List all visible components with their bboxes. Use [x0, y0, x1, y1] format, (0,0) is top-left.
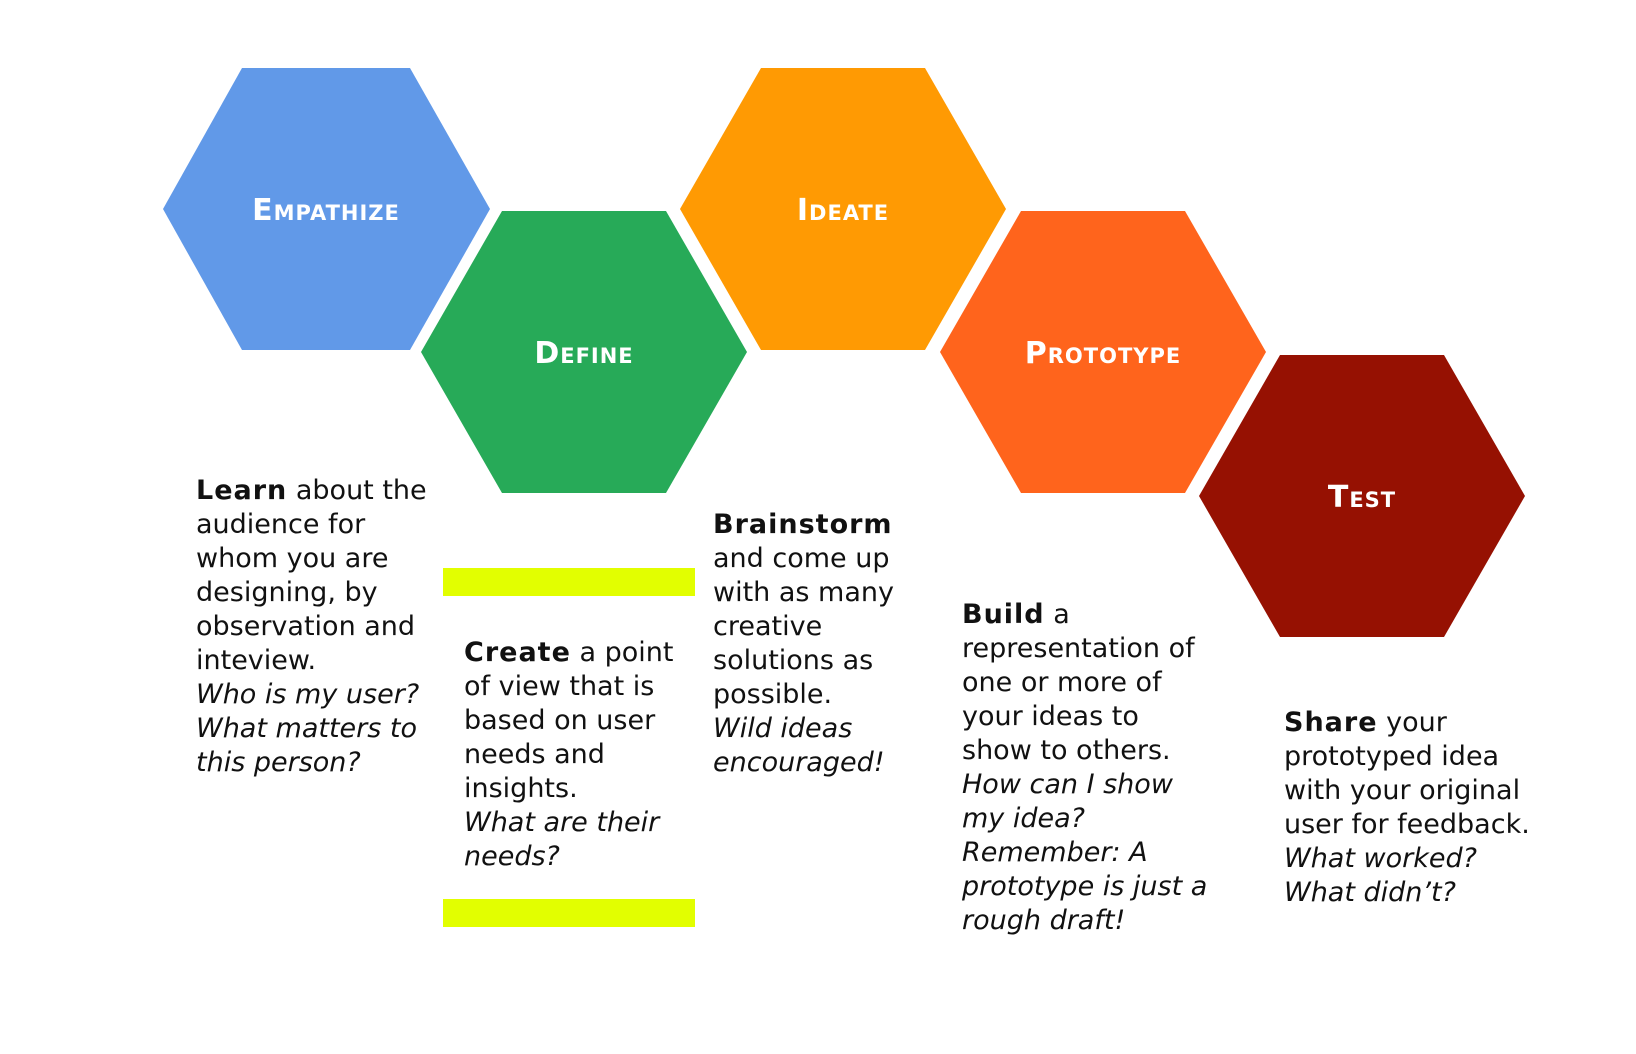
body-text-define: a point of view that is based on user ne… — [464, 637, 674, 804]
description-empathize: Learn about the audience for whom you ar… — [196, 474, 428, 780]
body-text-prototype: a representation of one or more of your … — [962, 599, 1195, 766]
hexagon-define: Define — [421, 211, 747, 493]
hexagon-label-prototype: Prototype — [1025, 336, 1181, 371]
body-text-empathize: about the audience for whom you are desi… — [196, 475, 427, 676]
description-prototype: Build a representation of one or more of… — [962, 598, 1212, 938]
hexagon-prototype: Prototype — [940, 211, 1266, 493]
lead-word-empathize: Learn — [196, 475, 288, 506]
hexagon-label-test: Test — [1328, 480, 1396, 515]
lead-word-prototype: Build — [962, 599, 1045, 630]
description-define: Create a point of view that is based on … — [464, 636, 696, 874]
hexagon-shape-test — [1199, 355, 1525, 637]
description-test: Share your prototyped idea with your ori… — [1284, 706, 1546, 910]
hexagon-shape-prototype — [940, 211, 1266, 493]
highlight-bar-top — [443, 568, 695, 596]
hexagon-label-ideate: Ideate — [797, 193, 889, 228]
question-text-ideate: Wild ideas encouraged! — [713, 713, 885, 778]
lead-word-define: Create — [464, 637, 571, 668]
description-ideate: Brainstorm and come up with as many crea… — [713, 508, 933, 780]
hexagon-label-empathize: Empathize — [252, 193, 400, 228]
question-text-empathize: Who is my user? What matters to this per… — [196, 679, 420, 778]
hexagon-shape-empathize — [163, 68, 490, 350]
question-text-test: What worked? What didn’t? — [1284, 843, 1477, 908]
hexagon-empathize: Empathize — [163, 68, 490, 350]
question-text-define: What are their needs? — [464, 807, 660, 872]
hexagon-ideate: Ideate — [680, 68, 1006, 350]
body-text-test: your prototyped idea with your original … — [1284, 707, 1530, 840]
body-text-ideate: and come up with as many creative soluti… — [713, 543, 894, 710]
question-text-prototype: How can I show my idea? Remember: A prot… — [962, 769, 1208, 936]
hexagon-label-define: Define — [534, 336, 633, 371]
lead-word-ideate: Brainstorm — [713, 509, 893, 540]
hexagon-shape-ideate — [680, 68, 1006, 350]
highlight-bar-bottom — [443, 899, 695, 927]
hexagon-shape-define — [421, 211, 747, 493]
lead-word-test: Share — [1284, 707, 1378, 738]
hexagon-test: Test — [1199, 355, 1525, 637]
